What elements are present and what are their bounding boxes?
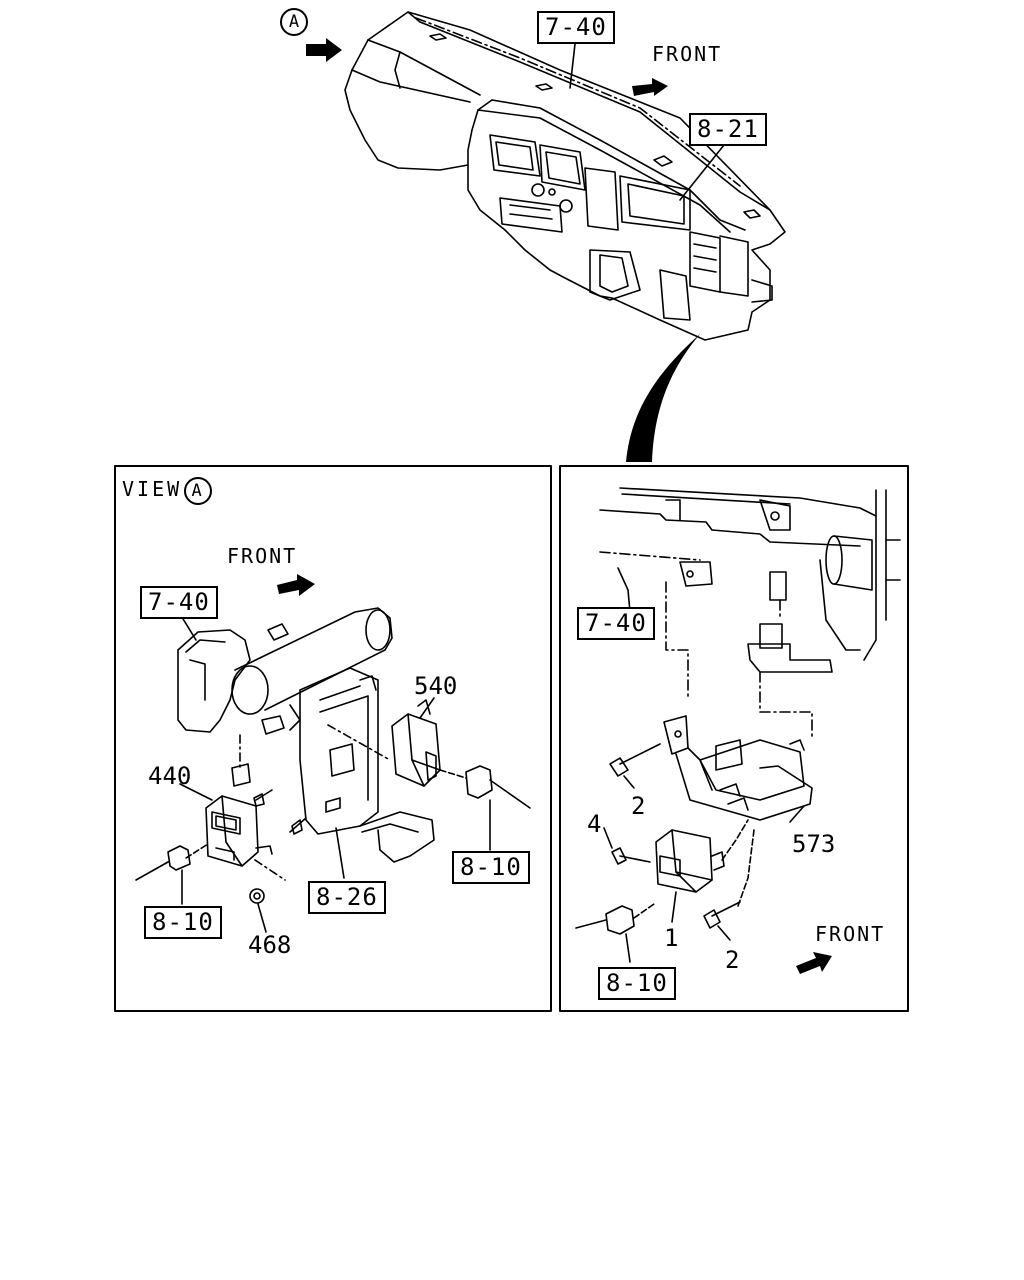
front-label-view-a: FRONT [227,544,298,568]
leader-8-21 [679,139,729,201]
part-2-upper-label: 2 [631,792,646,820]
ref-7-40-detail: 7-40 [577,607,655,640]
part-540-label: 540 [414,672,458,700]
view-a-marker-text: A [280,8,308,36]
view-a-drawing [135,607,531,933]
detail-drawing [575,487,901,963]
ref-8-10-detail: 8-10 [598,967,676,1000]
ref-7-40-overview: 7-40 [537,11,615,44]
part-4-label: 4 [587,810,602,838]
ref-8-10-view-a-left: 8-10 [144,906,222,939]
front-label-overview: FRONT [652,42,723,66]
ref-7-40-view-a: 7-40 [140,586,218,619]
detail-pointer [626,334,700,462]
ref-8-21: 8-21 [689,113,767,146]
front-arrow-detail [796,952,832,974]
part-468-label: 468 [248,931,292,959]
view-a-title-marker: A [184,477,213,505]
part-440-label: 440 [148,762,192,790]
front-label-detail: FRONT [815,922,886,946]
part-2-lower-label: 2 [725,946,740,974]
view-a-frame [114,465,552,1012]
view-a-direction-arrow [306,38,342,62]
view-a-marker: A [280,8,308,36]
part-573-label: 573 [792,830,836,858]
front-arrow-top [632,78,668,96]
detail-frame [559,465,909,1012]
leader-7-40-top [569,43,576,89]
instrument-panel-drawing [344,11,786,341]
view-a-title-prefix: VIEW [122,477,183,501]
ref-8-10-view-a-right: 8-10 [452,851,530,884]
front-arrow-view-a [277,574,315,596]
part-1-label: 1 [664,924,679,952]
ref-8-26: 8-26 [308,881,386,914]
